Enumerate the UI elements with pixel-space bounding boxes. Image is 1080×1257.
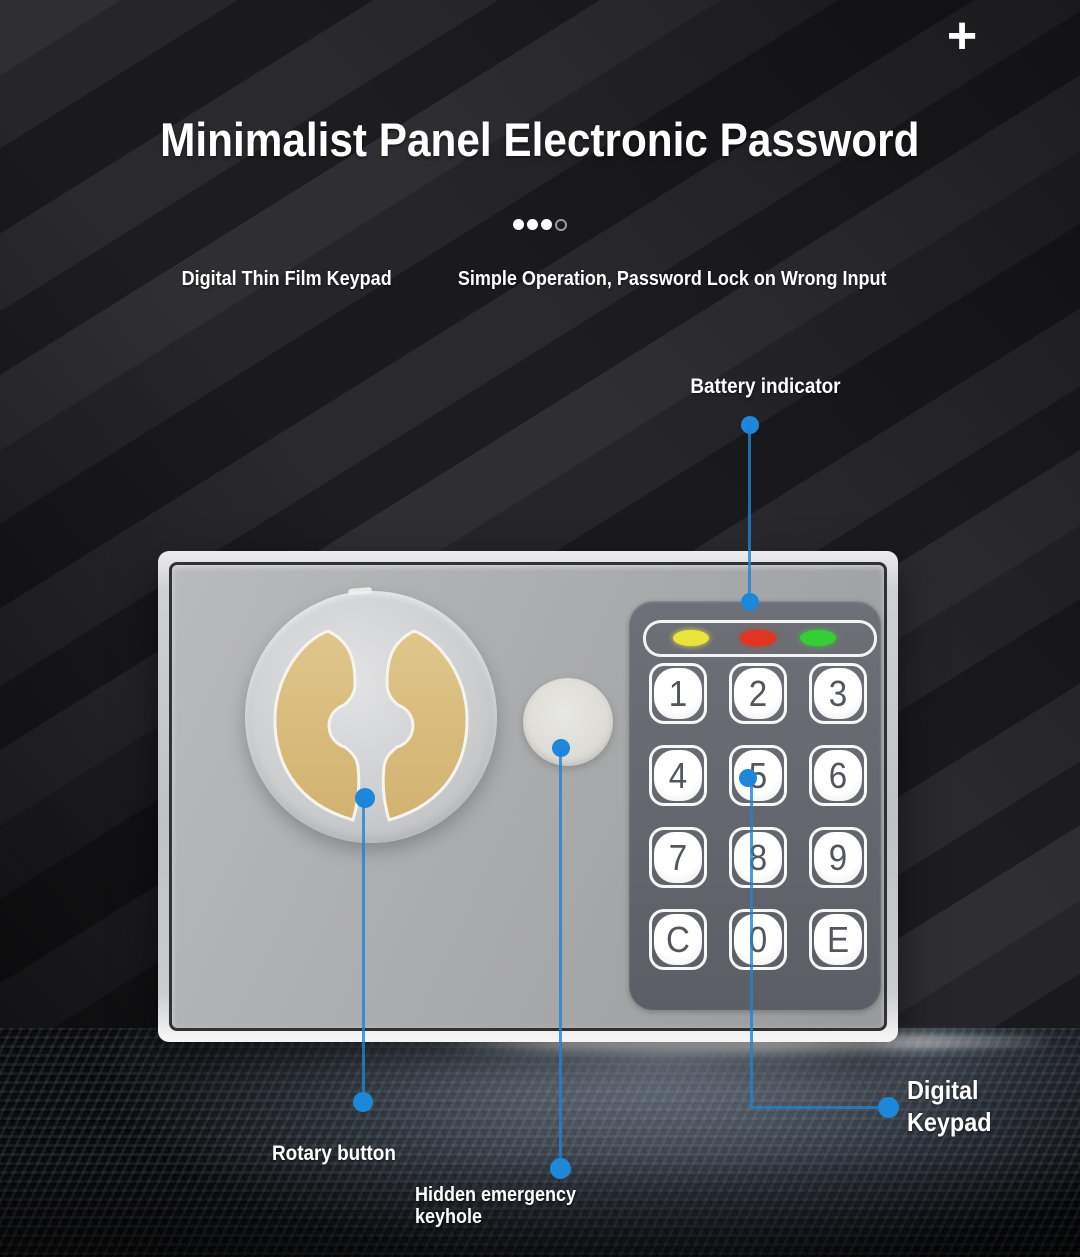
callout-dot — [878, 1097, 899, 1118]
keypad-key-9: 9 — [809, 827, 867, 888]
keypad-key-8: 8 — [729, 827, 787, 888]
emergency-keyhole-label: Hidden emergency keyhole — [415, 1184, 577, 1228]
keypad-key-0: 0 — [729, 909, 787, 970]
callout-line — [748, 425, 751, 602]
callout-dot — [741, 593, 759, 611]
page-title: Minimalist Panel Electronic Password — [160, 113, 920, 166]
red-led — [740, 630, 776, 646]
keypad-key-C: C — [649, 909, 707, 970]
green-led — [800, 630, 836, 646]
callout-dot — [739, 769, 757, 787]
feature-text-1: Digital Thin Film Keypad — [181, 268, 392, 290]
rotary-button-label: Rotary button — [272, 1142, 396, 1165]
digital-keypad-label: Digital Keypad — [907, 1075, 992, 1137]
left-grip — [273, 629, 361, 822]
carousel-dot[interactable] — [541, 219, 552, 230]
plus-icon[interactable]: + — [946, 7, 978, 65]
keypad-key-2: 2 — [729, 663, 787, 724]
feature-text-2: Simple Operation, Password Lock on Wrong… — [457, 268, 887, 290]
carousel-dots — [0, 219, 1080, 231]
right-grip — [381, 629, 469, 822]
carousel-dot[interactable] — [513, 219, 524, 230]
battery-indicator-label: Battery indicator — [689, 375, 841, 398]
keypad-key-7: 7 — [649, 827, 707, 888]
carousel-dot[interactable] — [527, 219, 538, 230]
rotary-knob — [245, 586, 497, 843]
rotary-knob-grips — [273, 629, 469, 822]
callout-line — [362, 798, 365, 1102]
callout-dot — [550, 1158, 571, 1179]
callout-dot — [355, 788, 375, 808]
battery-led-window — [643, 620, 877, 657]
feature-subtitles: Digital Thin Film Keypad Simple Operatio… — [0, 268, 1080, 291]
callout-dot — [353, 1092, 373, 1112]
carousel-dot[interactable] — [555, 219, 567, 231]
keypad-key-1: 1 — [649, 663, 707, 724]
keypad-key-5: 5 — [729, 745, 787, 806]
callout-line — [750, 1106, 882, 1109]
keypad-key-6: 6 — [809, 745, 867, 806]
keypad-key-3: 3 — [809, 663, 867, 724]
keypad-key-E: E — [809, 909, 867, 970]
yellow-led — [673, 630, 709, 646]
keypad-key-4: 4 — [649, 745, 707, 806]
callout-line — [559, 748, 562, 1168]
callout-line — [750, 778, 753, 1108]
